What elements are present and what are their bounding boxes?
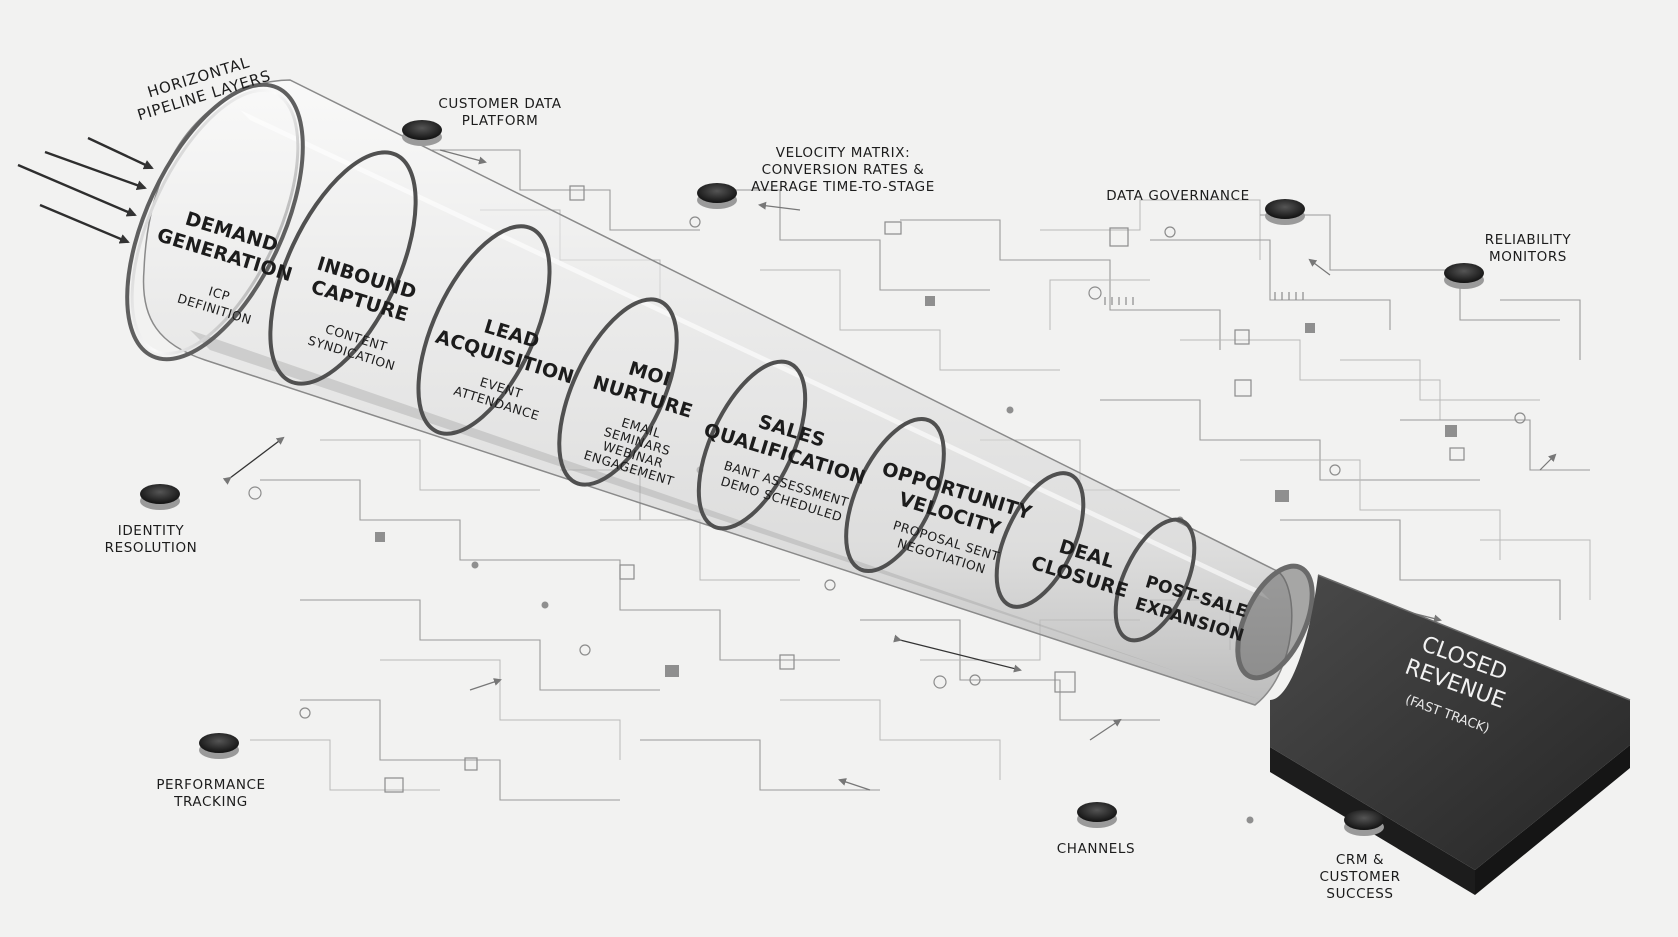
closed-revenue-block: CLOSEDREVENUE (FAST TRACK) xyxy=(1270,574,1631,895)
input-arrows xyxy=(17,136,154,244)
node-label: CHANNELS xyxy=(1057,841,1135,857)
node-data-governance: DATA GOVERNANCE xyxy=(1106,188,1305,225)
funnel xyxy=(125,79,1315,706)
stage-rings xyxy=(125,82,1315,681)
stage-4-subtitle: EMAILSEMINARSWEBINARENGAGEMENT xyxy=(582,407,688,489)
node-label: DATA GOVERNANCE xyxy=(1106,188,1249,204)
node-channels: CHANNELS xyxy=(1057,802,1135,857)
node-velocity-matrix: VELOCITY MATRIX:CONVERSION RATES &AVERAG… xyxy=(697,145,935,209)
node-label: VELOCITY MATRIX:CONVERSION RATES &AVERAG… xyxy=(751,145,935,195)
